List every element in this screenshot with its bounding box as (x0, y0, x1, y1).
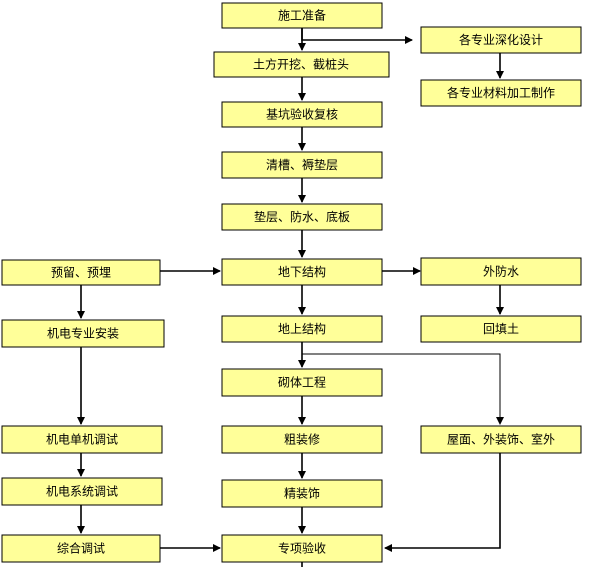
node-commissioning: 综合调试 (1, 534, 161, 563)
node-mep-system-label: 机电系统调试 (46, 484, 118, 499)
node-backfill: 回填土 (420, 315, 582, 343)
node-masonry-label: 砌体工程 (278, 375, 326, 390)
node-materials: 各专业材料加工制作 (420, 79, 582, 107)
node-earthwork-label: 土方开挖、截桩头 (253, 57, 349, 72)
node-embed-label: 预留、预埋 (51, 266, 111, 280)
node-cleanup: 清槽、褥垫层 (221, 151, 383, 179)
flow-edges (77, 28, 504, 567)
node-ext-waterproof-label: 外防水 (483, 264, 519, 279)
node-roof-facade: 屋面、外装饰、室外 (420, 425, 582, 454)
node-materials-label: 各专业材料加工制作 (447, 85, 555, 100)
node-embed: 预留、预埋 (1, 259, 161, 286)
node-backfill-label: 回填土 (483, 322, 519, 336)
node-mep-install: 机电专业安装 (1, 319, 165, 348)
node-acceptance-label: 专项验收 (278, 541, 326, 556)
node-pit-check-label: 基坑验收复核 (266, 107, 338, 122)
edge-roof-to-acceptance (384, 453, 501, 552)
node-rough: 粗装修 (221, 425, 383, 454)
node-ext-waterproof: 外防水 (420, 257, 582, 286)
node-base: 垫层、防水、底板 (221, 203, 383, 231)
node-base-label: 垫层、防水、底板 (254, 209, 350, 224)
node-prep: 施工准备 (221, 2, 383, 29)
node-cleanup-label: 清槽、褥垫层 (266, 157, 338, 172)
node-above-label: 地上结构 (278, 321, 326, 336)
edge-prep-to-deepen (301, 28, 413, 44)
node-above: 地上结构 (221, 315, 383, 343)
node-pit-check: 基坑验收复核 (221, 101, 383, 128)
node-masonry: 砌体工程 (221, 368, 383, 397)
node-underground-label: 地下结构 (278, 264, 326, 279)
node-mep-install-label: 机电专业安装 (47, 326, 119, 341)
node-acceptance: 专项验收 (221, 534, 383, 563)
node-deepen: 各专业深化设计 (420, 26, 582, 54)
node-prep-label: 施工准备 (278, 9, 326, 23)
node-fine: 精装饰 (221, 479, 383, 508)
node-rough-label: 粗装修 (284, 432, 320, 447)
node-earthwork: 土方开挖、截桩头 (213, 51, 390, 78)
node-deepen-label: 各专业深化设计 (459, 32, 543, 47)
node-underground: 地下结构 (221, 258, 383, 286)
node-fine-label: 精装饰 (284, 487, 320, 501)
edge-above-to-roof (302, 353, 504, 425)
node-mep-single-label: 机电单机调试 (46, 432, 118, 447)
node-commissioning-label: 综合调试 (57, 541, 105, 556)
node-mep-system: 机电系统调试 (1, 477, 163, 506)
node-mep-single: 机电单机调试 (1, 425, 163, 454)
node-roof-facade-label: 屋面、外装饰、室外 (447, 432, 555, 447)
